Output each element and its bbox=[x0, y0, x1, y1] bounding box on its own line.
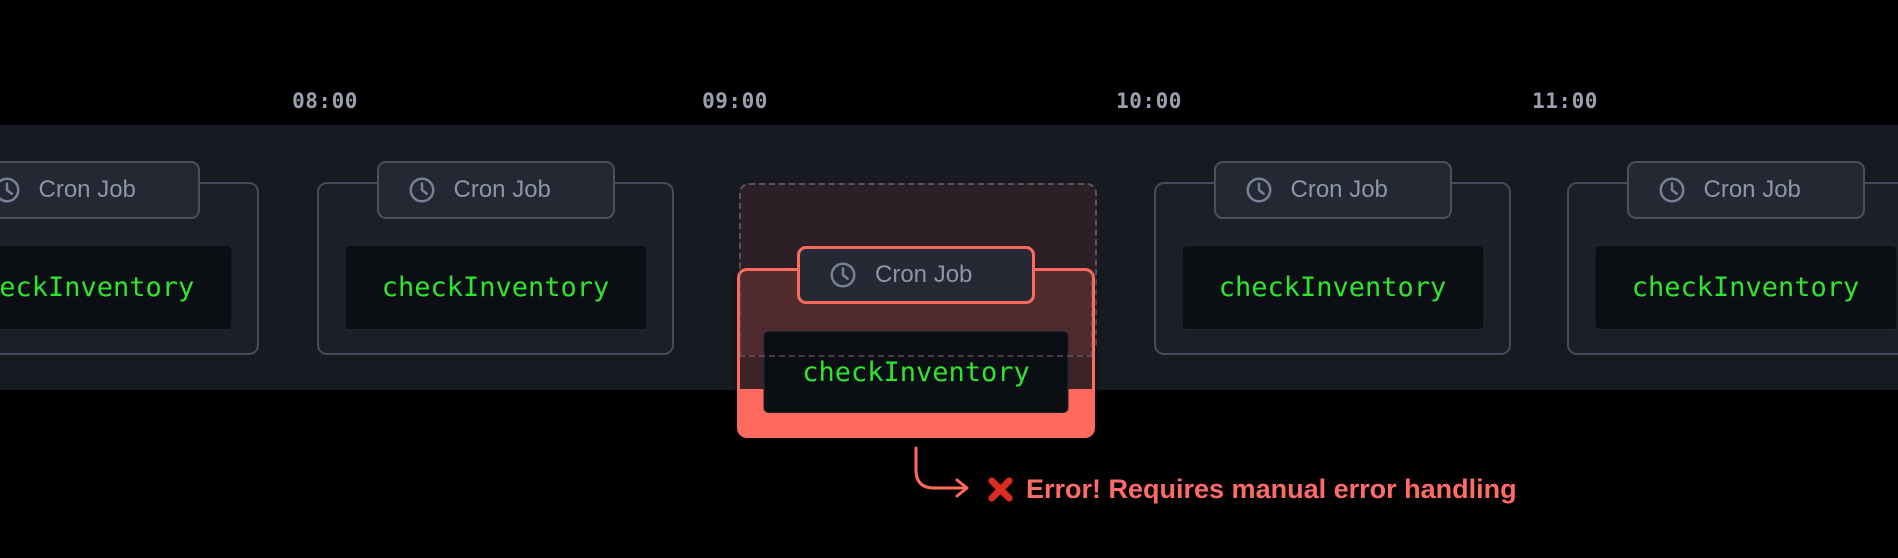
clock-icon bbox=[0, 177, 19, 203]
cron-job-label: Cron Job bbox=[453, 176, 551, 203]
time-label-0900: 09:00 bbox=[702, 89, 768, 113]
cross-mark-icon bbox=[988, 477, 1013, 502]
function-box: checkInventory bbox=[1181, 245, 1484, 330]
function-box: checkInventory bbox=[763, 331, 1069, 413]
cron-job-card: Cron Job checkInventory bbox=[317, 161, 674, 355]
clock-icon bbox=[409, 177, 434, 203]
cron-job-card: Cron Job checkInventory bbox=[1154, 161, 1511, 355]
cron-job-tab: Cron Job bbox=[376, 161, 615, 219]
function-name: checkInventory bbox=[0, 272, 195, 303]
function-name: checkInventory bbox=[1631, 272, 1860, 303]
clock-icon bbox=[830, 262, 856, 288]
cron-job-tab: Cron Job bbox=[0, 161, 200, 219]
time-label-0800: 08:00 bbox=[292, 89, 358, 113]
cron-job-label: Cron Job bbox=[1290, 176, 1388, 203]
function-name: checkInventory bbox=[381, 272, 610, 303]
cron-job-card: Cron Job checkInventory bbox=[1567, 161, 1898, 355]
error-connector-arrow bbox=[914, 446, 969, 498]
error-annotation: Error! Requires manual error handling bbox=[986, 474, 1517, 505]
cron-job-tab: Cron Job bbox=[1213, 161, 1452, 219]
cron-job-tab: Cron Job bbox=[797, 246, 1035, 304]
function-box: checkInventory bbox=[1594, 245, 1897, 330]
cron-job-tab: Cron Job bbox=[1626, 161, 1865, 219]
cron-job-label: Cron Job bbox=[1703, 176, 1801, 203]
function-box: checkInventory bbox=[0, 245, 232, 330]
time-label-1000: 10:00 bbox=[1116, 89, 1182, 113]
cron-job-label: Cron Job bbox=[38, 176, 136, 203]
function-name: checkInventory bbox=[1218, 272, 1447, 303]
cron-job-label: Cron Job bbox=[875, 261, 973, 288]
cron-job-card-failed: Cron Job checkInventory bbox=[737, 246, 1095, 438]
time-label-1100: 11:00 bbox=[1532, 89, 1598, 113]
clock-icon bbox=[1246, 177, 1271, 203]
clock-icon bbox=[1659, 177, 1684, 203]
cron-job-card: Cron Job checkInventory bbox=[0, 161, 259, 355]
function-box: checkInventory bbox=[344, 245, 647, 330]
function-name: checkInventory bbox=[802, 356, 1030, 388]
error-message: Error! Requires manual error handling bbox=[1026, 474, 1517, 504]
